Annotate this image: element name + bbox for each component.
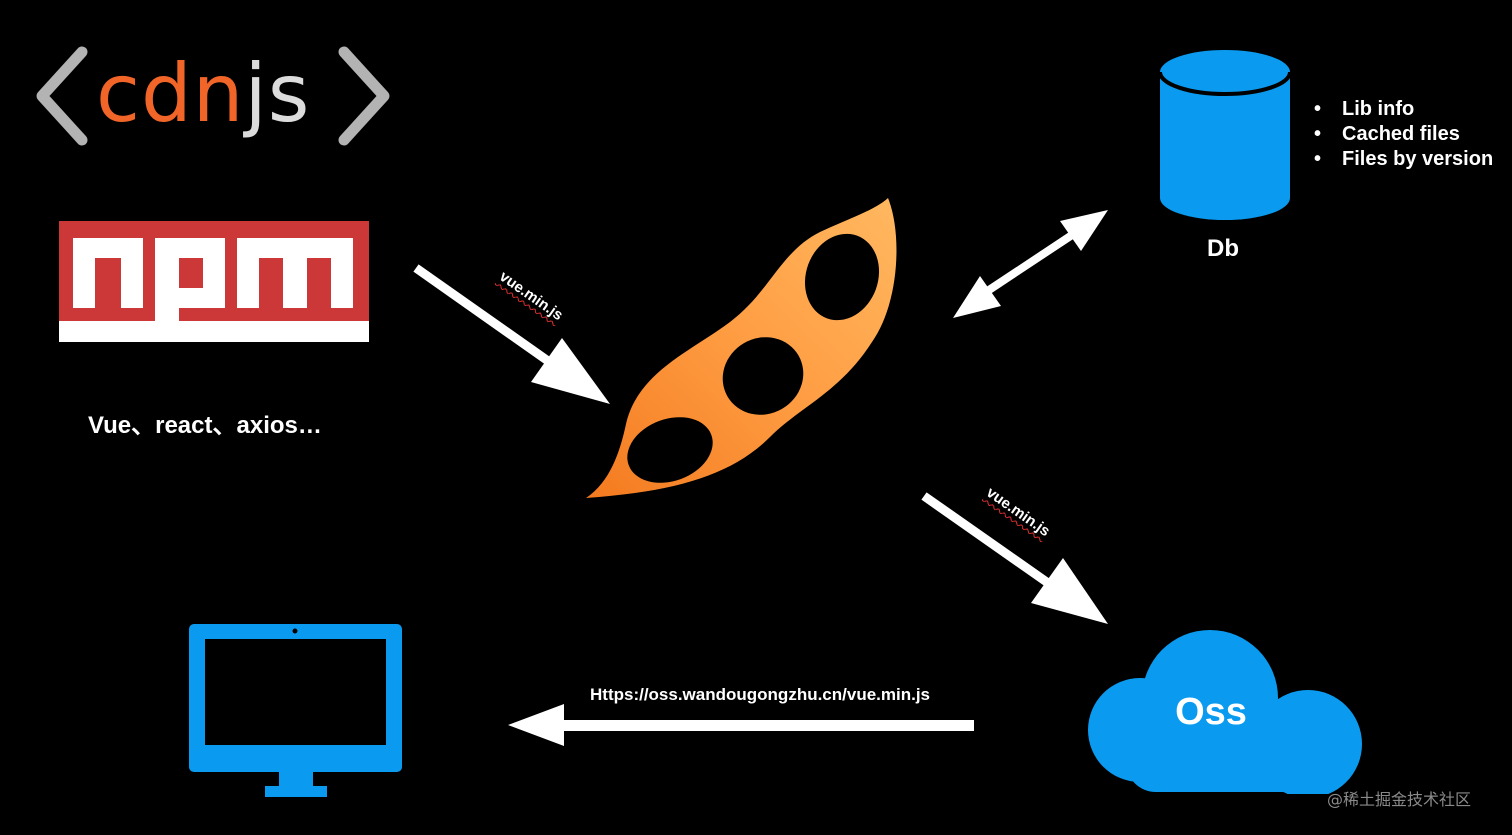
cdnjs-letter-c: c (96, 47, 141, 140)
database-info-item: • Files by version (1314, 147, 1493, 172)
peapod-hole-1 (627, 417, 713, 483)
database-info-text: Lib info (1342, 98, 1415, 120)
database-info-item: • Cached files (1314, 122, 1493, 147)
peapod-hole-2 (722, 337, 804, 415)
watermark: @稀土掘金技术社区 (1327, 790, 1472, 809)
npm-logo (59, 221, 369, 342)
arrow-npm-to-peapod (410, 260, 620, 410)
frameworks-label: Vue、react、axios… (88, 412, 322, 439)
oss-url-label: Https://oss.wandougongzhu.cn/vue.min.js (590, 685, 931, 704)
database-info-text: Files by version (1342, 148, 1494, 170)
npm-letter-m (237, 238, 353, 308)
peapod-logo (580, 192, 910, 504)
arrow-oss-to-monitor (504, 702, 978, 748)
cdnjs-brackets (36, 46, 390, 146)
peapod-hole-3 (804, 233, 880, 321)
cdnjs-letters-js: js (244, 47, 311, 140)
cdnjs-logo: cdnjs (34, 44, 394, 148)
database-icon (1158, 48, 1292, 222)
database-info-item: • Lib info (1314, 97, 1493, 122)
database-info-list: • Lib info • Cached files • Files by versio… (1314, 97, 1493, 172)
oss-cloud-icon: Oss (1086, 626, 1364, 798)
monitor-icon (189, 624, 403, 798)
arrow-peapod-db-bidirectional (948, 205, 1113, 323)
npm-logo-bottom-strip (59, 321, 369, 342)
bullet-icon: • (1314, 123, 1322, 145)
database-label: Db (1207, 235, 1239, 262)
bullet-icon: • (1314, 148, 1322, 170)
database-info-text: Cached files (1342, 123, 1460, 145)
arrow-peapod-to-oss (918, 488, 1113, 628)
cdnjs-wordmark: cdnjs (96, 46, 310, 142)
oss-label: Oss (1175, 691, 1247, 733)
bullet-icon: • (1314, 98, 1322, 120)
cdnjs-letters-dn: dn (140, 47, 245, 140)
